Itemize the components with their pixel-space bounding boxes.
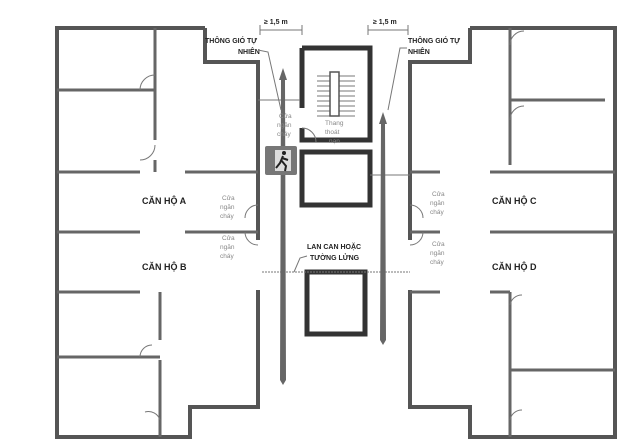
stair-core (258, 45, 410, 337)
apartment-a-label: CĂN HỘ A (142, 195, 187, 206)
fire-door-label-d: Cửa ngăn cháy (430, 240, 445, 266)
fire-door-label-a: Cửa ngăn cháy (220, 194, 235, 220)
apartment-b-label: CĂN HỘ B (142, 261, 187, 272)
fire-door-text: Cửa (222, 234, 235, 242)
void-opening (304, 269, 368, 337)
ventilation-label-right: THÔNG GIÓ TỰ (408, 36, 460, 45)
fire-door-label-top-corridor: Cửa ngăn cháy (277, 112, 292, 138)
width-label-right: ≥ 1,5 m (373, 19, 397, 26)
fire-door-text: ngăn (430, 200, 445, 207)
fire-door-text: cháy (220, 253, 234, 260)
dimension-left: ≥ 1,5 m (259, 19, 303, 35)
fire-door-text: Cửa (279, 112, 292, 120)
dimension-right: ≥ 1,5 m (367, 19, 409, 35)
ventilation-label-left-line2: NHIÊN (238, 47, 260, 56)
fire-door-text: cháy (220, 213, 234, 220)
fire-door-text: ngăn (430, 250, 445, 257)
fire-door-label-c: Cửa ngăn cháy (430, 190, 445, 216)
fire-door-text: Cửa (222, 194, 235, 202)
fire-door-label-b: Cửa ngăn cháy (220, 234, 235, 260)
fire-door-text: cháy (277, 131, 291, 138)
escape-stair-text: nạn (329, 138, 340, 145)
railing-text: LAN CAN HOẶC (307, 242, 361, 251)
fire-door-text: ngăn (277, 122, 292, 129)
fire-door-text: ngăn (220, 204, 235, 211)
apartment-c-label: CĂN HỘ C (492, 195, 537, 206)
fire-door-text: Cửa (432, 190, 445, 198)
escape-stair-text: Thang (325, 120, 344, 127)
railing-label: LAN CAN HOẶC TƯỜNG LỬNG (293, 242, 361, 273)
width-label-left: ≥ 1,5 m (264, 19, 288, 26)
ventilation-label-left: THÔNG GIÓ TỰ (205, 36, 257, 45)
emergency-exit-sign-icon (265, 146, 297, 175)
right-wing (408, 26, 617, 439)
fire-door-text: cháy (430, 259, 444, 266)
escape-stair-text: thoát (325, 129, 340, 136)
fire-door-text: Cửa (432, 240, 445, 248)
ventilation-label-right-line2: NHIÊN (408, 47, 430, 56)
apartment-d-label: CĂN HỘ D (492, 261, 537, 272)
left-wing (55, 26, 260, 439)
fire-door-text: cháy (430, 209, 444, 216)
railing-text: TƯỜNG LỬNG (310, 253, 360, 262)
fire-door-text: ngăn (220, 244, 235, 251)
escape-stair-label: Thang thoát nạn (325, 120, 344, 145)
